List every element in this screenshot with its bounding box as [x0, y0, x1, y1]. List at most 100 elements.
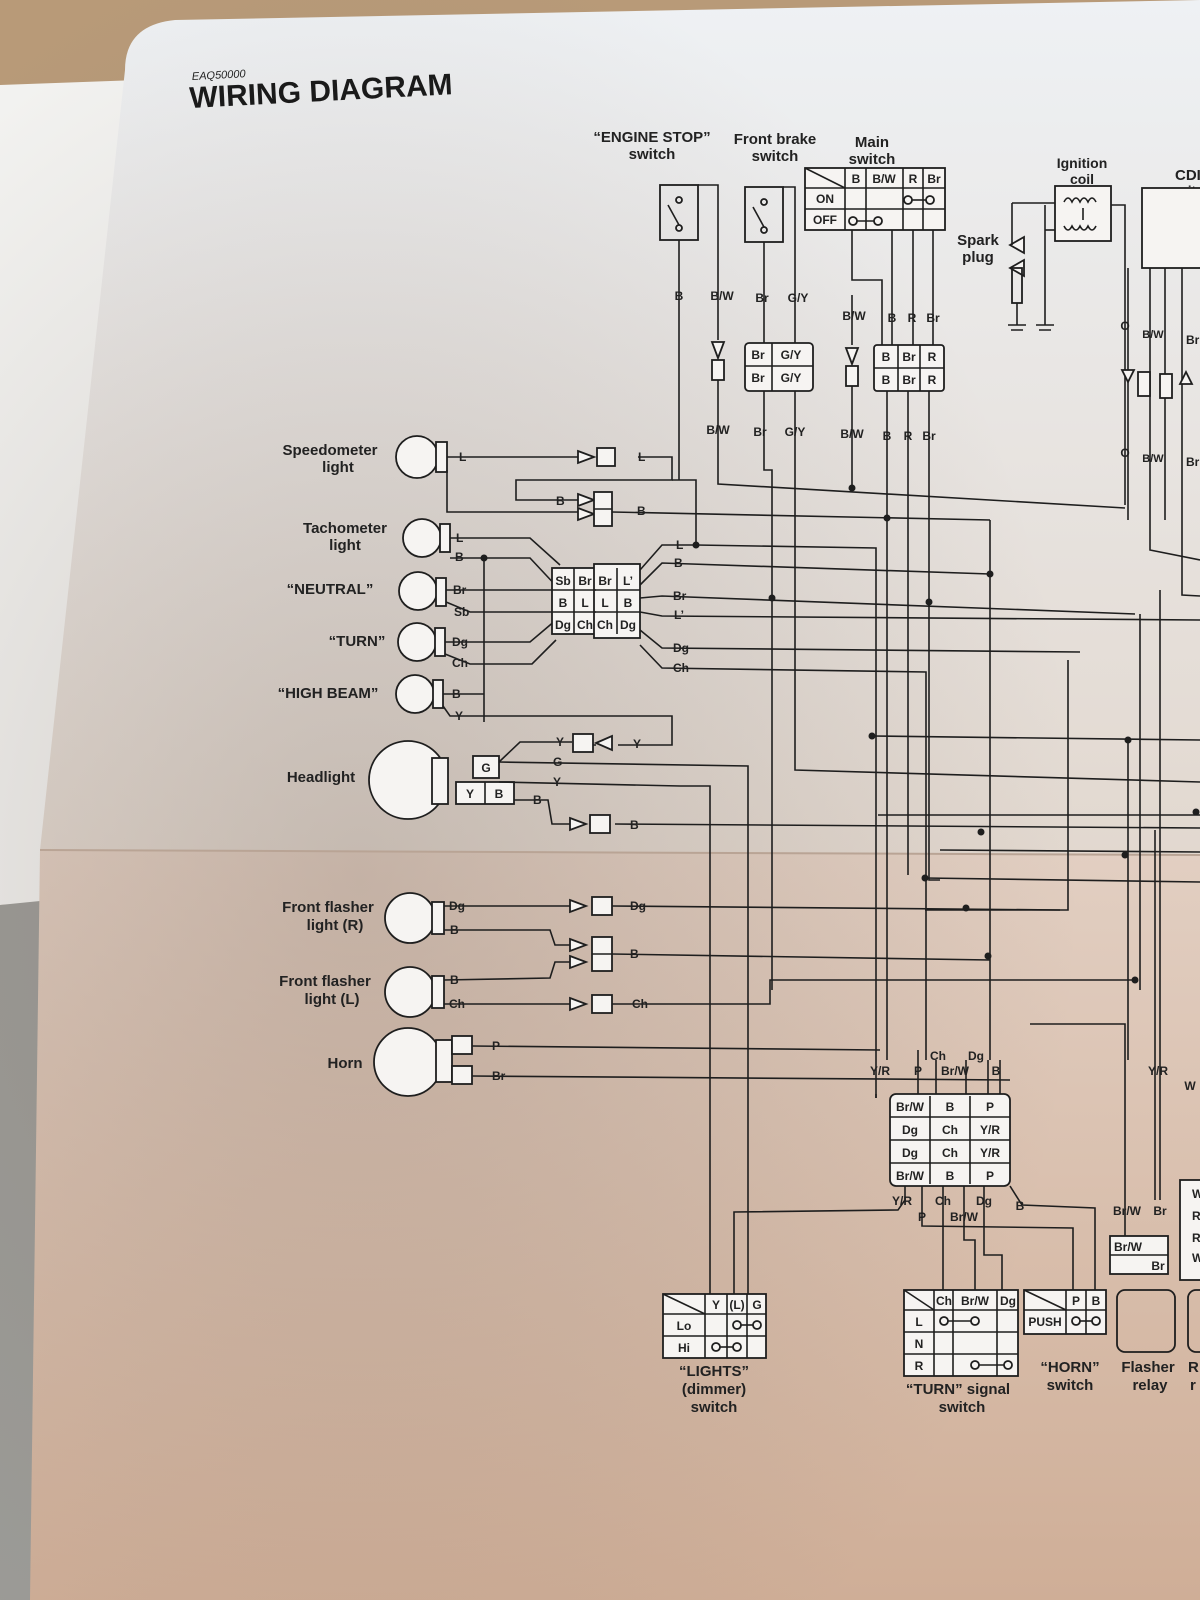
- svg-text:R: R: [928, 350, 937, 364]
- svg-text:switch: switch: [1047, 1377, 1094, 1394]
- svg-text:B: B: [455, 550, 464, 564]
- svg-text:Main: Main: [855, 134, 889, 151]
- svg-text:Br: Br: [751, 348, 765, 362]
- svg-text:Y/R: Y/R: [980, 1146, 1000, 1160]
- svg-text:R: R: [928, 373, 937, 387]
- svg-text:R: R: [1192, 1209, 1200, 1223]
- svg-text:“NEUTRAL”: “NEUTRAL”: [287, 581, 374, 598]
- svg-text:Lo: Lo: [677, 1319, 692, 1333]
- horn-switch: P B PUSH “HORN” switch: [1023, 1289, 1107, 1394]
- svg-text:Y: Y: [466, 787, 474, 801]
- svg-text:Br: Br: [902, 373, 916, 387]
- svg-text:Br/W: Br/W: [961, 1294, 990, 1308]
- svg-text:Y: Y: [556, 735, 564, 749]
- svg-text:light (L): light (L): [305, 991, 360, 1008]
- svg-text:B: B: [1092, 1294, 1101, 1308]
- svg-text:B/W: B/W: [1142, 329, 1164, 341]
- svg-text:“LIGHTS”: “LIGHTS”: [679, 1363, 749, 1380]
- svg-text:G: G: [481, 761, 490, 775]
- svg-text:Dg: Dg: [1000, 1294, 1016, 1308]
- svg-text:Ch: Ch: [936, 1294, 952, 1308]
- svg-text:Sb: Sb: [555, 574, 570, 588]
- svg-text:Br/W: Br/W: [1114, 1240, 1143, 1254]
- svg-text:Dg: Dg: [630, 899, 646, 913]
- svg-text:B: B: [946, 1100, 955, 1114]
- svg-text:Br: Br: [453, 583, 467, 597]
- headlight: Headlight G Y B: [287, 740, 515, 820]
- svg-text:light: light: [322, 459, 354, 476]
- svg-text:R: R: [915, 1359, 924, 1373]
- svg-text:Br: Br: [1153, 1204, 1167, 1218]
- svg-text:B: B: [637, 504, 646, 518]
- svg-text:“TURN” signal: “TURN” signal: [906, 1381, 1010, 1398]
- svg-text:B: B: [852, 172, 861, 186]
- svg-text:L’: L’: [674, 608, 684, 622]
- svg-text:L: L: [915, 1315, 922, 1329]
- svg-text:Headlight: Headlight: [287, 769, 355, 786]
- flasher-wires: Dg Dg B B B Ch Ch: [443, 896, 1135, 1014]
- svg-text:Y/R: Y/R: [980, 1123, 1000, 1137]
- handlebar-connector: Y/R P Ch Br/W Dg B Br/W B P Dg Ch Y/R Dg…: [870, 1023, 1126, 1250]
- svg-text:Y/R: Y/R: [1148, 1064, 1168, 1078]
- svg-text:Br: Br: [751, 371, 765, 385]
- svg-text:Hi: Hi: [678, 1341, 690, 1355]
- svg-text:B: B: [624, 596, 633, 610]
- svg-text:Flasher: Flasher: [1121, 1359, 1175, 1376]
- svg-text:“HIGH BEAM”: “HIGH BEAM”: [278, 685, 379, 702]
- meter-connector: Sb Br B L Dg Ch Br L’ L B Ch Dg: [551, 563, 641, 639]
- svg-text:B: B: [452, 687, 461, 701]
- svg-text:B: B: [450, 973, 459, 987]
- svg-text:“TURN”: “TURN”: [329, 633, 386, 650]
- bw-connector: B/W: [706, 341, 730, 437]
- meter-inline-connectors: [577, 447, 616, 527]
- svg-text:Y: Y: [553, 775, 561, 789]
- svg-text:N: N: [915, 1337, 924, 1351]
- svg-text:Br: Br: [1186, 455, 1200, 469]
- svg-text:“HORN”: “HORN”: [1040, 1359, 1099, 1376]
- label-front-brake: Front brake switch: [734, 131, 817, 165]
- svg-text:switch: switch: [752, 148, 799, 165]
- headlight-wires: Y Y G Y B B: [498, 733, 1200, 1300]
- svg-text:Dg: Dg: [902, 1123, 918, 1137]
- svg-text:Br: Br: [1151, 1259, 1165, 1273]
- svg-text:B/W: B/W: [710, 289, 734, 303]
- svg-text:Br: Br: [598, 574, 612, 588]
- top-vertical-wires: B B/W Br G/Y B/W B R Br: [675, 184, 940, 480]
- main-connector: B Br R B Br R B R Br: [873, 344, 945, 443]
- svg-text:CDI: CDI: [1175, 167, 1200, 184]
- svg-text:ON: ON: [816, 192, 834, 206]
- brake-connector: Br G/Y Br G/Y Br G/Y: [744, 342, 814, 439]
- tachometer-light: Tachometer light: [303, 518, 451, 558]
- svg-text:Ch: Ch: [449, 997, 465, 1011]
- svg-text:O: O: [1120, 446, 1129, 460]
- lights-dimmer-switch: Y (L) G Lo Hi “LIGHTS” (dimmer) switch: [662, 1293, 767, 1416]
- svg-text:Br: Br: [926, 311, 940, 325]
- svg-text:OFF: OFF: [813, 213, 837, 227]
- cdi-wires: O B/W Br O B/W Br: [1120, 268, 1200, 520]
- svg-text:B: B: [630, 818, 639, 832]
- svg-text:B: B: [888, 311, 897, 325]
- svg-text:Ch: Ch: [942, 1146, 958, 1160]
- svg-text:Br: Br: [927, 172, 941, 186]
- svg-text:Horn: Horn: [328, 1055, 363, 1072]
- svg-text:Dg: Dg: [449, 899, 465, 913]
- svg-text:Dg: Dg: [452, 635, 468, 649]
- svg-text:Front brake: Front brake: [734, 131, 817, 148]
- svg-text:Y/R: Y/R: [892, 1194, 912, 1208]
- svg-text:Dg: Dg: [555, 618, 571, 632]
- svg-text:“ENGINE STOP”: “ENGINE STOP”: [593, 129, 710, 146]
- svg-text:Br: Br: [673, 589, 687, 603]
- front-flasher-r: Front flasher light (R): [282, 892, 445, 944]
- svg-text:Ignition: Ignition: [1057, 155, 1108, 171]
- svg-text:G/Y: G/Y: [788, 291, 809, 305]
- cdi-unit: [1141, 187, 1200, 269]
- svg-text:Br: Br: [1186, 333, 1200, 347]
- svg-text:PUSH: PUSH: [1028, 1315, 1061, 1329]
- svg-text:W: W: [1184, 1079, 1196, 1093]
- svg-text:Br/W: Br/W: [941, 1064, 970, 1078]
- svg-text:L: L: [601, 596, 608, 610]
- label-engine-stop: “ENGINE STOP” switch: [593, 129, 710, 163]
- svg-text:Br: Br: [902, 350, 916, 364]
- meter-harness-right: L B Br L’ Dg Ch: [639, 479, 1200, 1060]
